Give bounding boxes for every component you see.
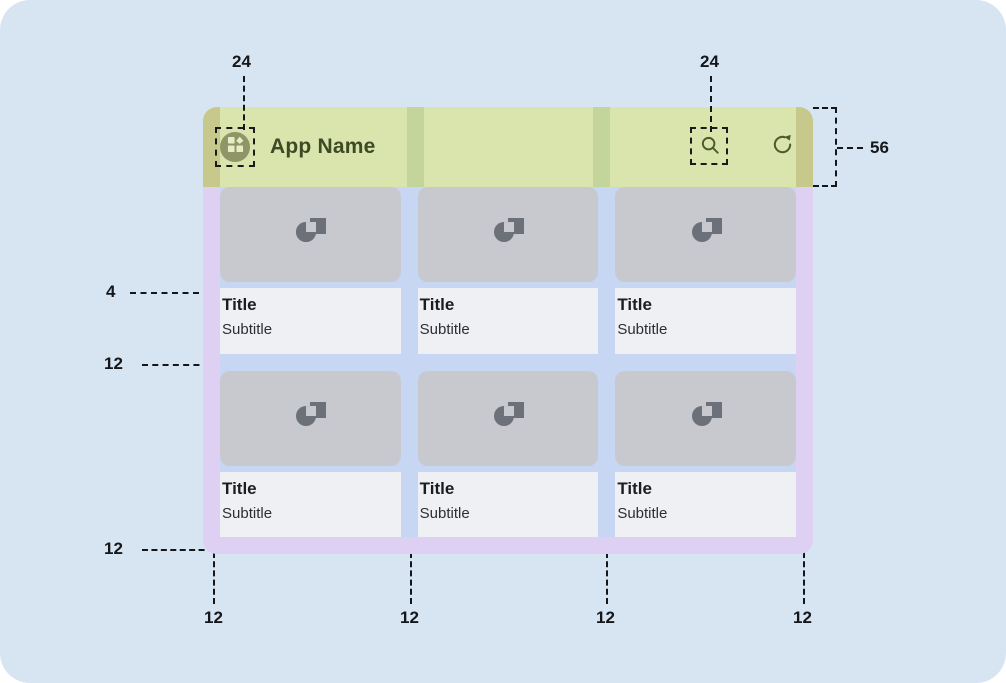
search-button[interactable] [690, 127, 728, 165]
annotation-column-gutter-1: 12 [204, 608, 223, 627]
card-title: Title [419, 295, 455, 314]
annotation-menu-touch-target: 24 [232, 52, 251, 71]
annotation-leader-col-2 [410, 552, 412, 604]
annotation-leader-row-gutter [142, 364, 220, 366]
annotation-column-gutter-3: 12 [596, 608, 615, 627]
annotation-leader-search [710, 76, 712, 132]
image-placeholder-icon [486, 394, 530, 443]
card-item[interactable]: Title Subtitle [220, 187, 401, 354]
annotation-leader-col-1 [213, 552, 215, 604]
card-media [220, 187, 401, 282]
annotation-leader-bottom-margin [142, 549, 214, 551]
app-bar: App Name [203, 107, 813, 187]
card-title: Title [419, 478, 455, 498]
annotation-appbar-height: 56 [870, 138, 889, 157]
card-media [417, 187, 599, 282]
annotation-leader-col-4 [803, 552, 805, 604]
image-placeholder-icon [486, 210, 530, 259]
card-text: Title Subtitle [615, 288, 796, 354]
card-item[interactable]: Title Subtitle [417, 370, 599, 537]
app-title: App Name [270, 135, 376, 158]
annotation-leader-col-3 [606, 552, 608, 604]
annotation-column-gutter-4: 12 [793, 608, 812, 627]
card-media [220, 370, 401, 466]
card-subtitle: Subtitle [222, 504, 273, 522]
card-item[interactable]: Title Subtitle [615, 370, 796, 537]
card-item[interactable]: Title Subtitle [417, 187, 599, 354]
image-placeholder-icon [684, 210, 728, 259]
grid-bottom-margin [203, 537, 813, 554]
image-placeholder-icon [288, 394, 332, 443]
card-text: Title Subtitle [417, 288, 599, 354]
card-title: Title [617, 295, 652, 314]
card-text: Title Subtitle [615, 471, 796, 537]
annotation-search-touch-target: 24 [700, 52, 719, 71]
card-subtitle: Subtitle [419, 321, 470, 339]
appbar-gutter-overlay-1 [407, 107, 424, 187]
image-placeholder-icon [288, 210, 332, 259]
content-area: Title Subtitle [203, 187, 813, 554]
card-text: Title Subtitle [220, 471, 401, 537]
refresh-icon [771, 133, 794, 161]
card-subtitle: Subtitle [419, 504, 470, 522]
card-item[interactable]: Title Subtitle [615, 187, 796, 354]
annotation-row-gutter: 12 [104, 354, 123, 373]
card-item[interactable]: Title Subtitle [220, 370, 401, 537]
card-title: Title [222, 478, 257, 498]
annotation-leader-menu [243, 76, 245, 130]
grid-left-margin [203, 187, 220, 554]
grid-right-margin [796, 187, 813, 554]
annotation-title-top-gap: 4 [106, 282, 116, 301]
annotation-leader-title-gap [130, 292, 220, 294]
card-text: Title Subtitle [417, 471, 599, 537]
search-icon [699, 134, 721, 161]
menu-button[interactable] [215, 127, 255, 167]
card-title: Title [617, 478, 652, 498]
card-text: Title Subtitle [220, 288, 401, 354]
card-title: Title [222, 295, 257, 314]
annotation-appbar-height-bracket [813, 107, 837, 187]
card-subtitle: Subtitle [617, 504, 668, 522]
image-placeholder-icon [684, 394, 728, 443]
card-subtitle: Subtitle [222, 321, 273, 339]
annotation-leader-appbar-height [837, 147, 863, 149]
refresh-button[interactable] [768, 133, 796, 161]
appbar-gutter-overlay-2 [593, 107, 610, 187]
card-grid: Title Subtitle [220, 187, 796, 537]
card-media [615, 370, 796, 466]
app-frame: App Name [203, 107, 813, 554]
card-subtitle: Subtitle [617, 321, 668, 339]
grid-dashboard-icon [227, 136, 244, 158]
annotation-column-gutter-2: 12 [400, 608, 419, 627]
appbar-right-margin-overlay [796, 107, 813, 187]
card-media [615, 187, 796, 282]
annotation-bottom-margin: 12 [104, 539, 123, 558]
card-media [417, 370, 599, 466]
